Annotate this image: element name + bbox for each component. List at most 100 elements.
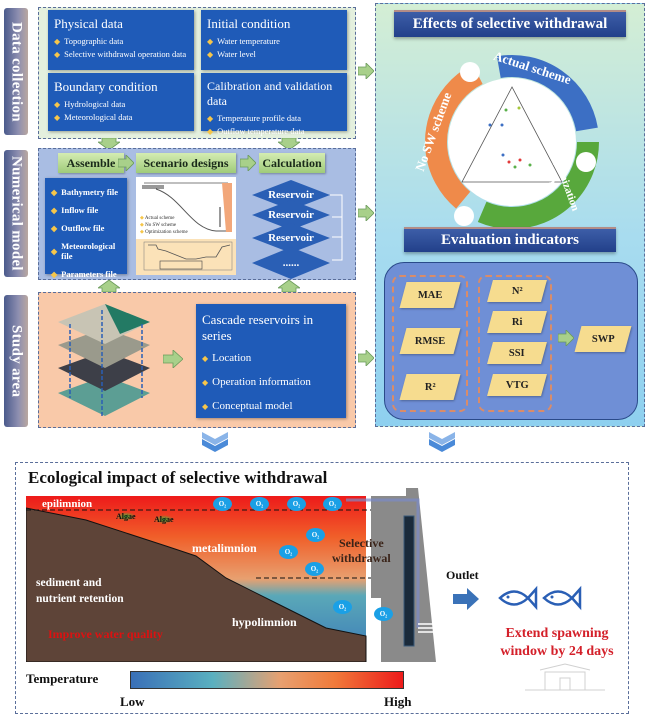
temple-watermark-icon [525,663,605,691]
arrow-right-icon [240,155,256,171]
list-item: Conceptual model [212,400,293,412]
list-item: Meteorological file [61,241,116,261]
scheme-legend: ◆ Actual scheme ◆ No SW scheme ◆ Optimiz… [140,216,188,235]
outlet-arrow-icon [453,588,479,610]
sediment-label: sediment and nutrient retention [36,575,124,607]
step-scenario-designs: Scenario designs [136,153,236,173]
indicator-ri: Ri [487,311,547,333]
bullet-icon: ◆ [51,187,58,197]
reservoir-photos-stack [58,304,150,416]
spawning-line: window by 24 days [500,644,614,659]
list-item: Temperature profile data [217,113,302,123]
ring-node [454,206,474,226]
box-title: Initial condition [207,16,291,31]
list-item: Outflow file [61,223,105,233]
fish-icon [498,585,582,611]
section-label-data-collection: Data collection [4,8,28,135]
step-assemble: Assemble [58,153,124,173]
layer-hypolimnion: hypolimnion [232,615,297,629]
scheme-item: Actual scheme [144,216,175,221]
oxygen-bubble: O₂ [250,497,269,511]
selective-line: withdrawal [332,551,391,565]
indicator-mae: MAE [399,282,461,308]
list-item: Water level [217,49,256,59]
indicator-ssi: SSI [487,342,547,364]
list-item: Outflow temperature data [217,126,305,136]
scheme-item: No SW scheme [145,223,177,228]
evaluation-title: Evaluation indicators [404,227,616,252]
ring-segment-no-sw [424,55,599,229]
scheme-item: Optimization scheme [145,230,188,235]
indicator-rmse: RMSE [399,328,461,354]
list-item: Location [212,352,252,364]
bullet-icon: ◆ [202,353,209,363]
indicator-swp: SWP [574,326,632,352]
spawning-label: Extend spawning window by 24 days [482,625,632,661]
ring-segment-optimization [425,55,599,229]
list-item: Topographic data [64,36,124,46]
list-item: Bathymetry file [61,187,119,197]
oxygen-bubble: O₂ [306,528,325,542]
arrow-down-icon [278,138,300,150]
cascade-reservoirs-box: Cascade reservoirs in series ◆Location ◆… [196,304,346,418]
bullet-icon: ◆ [54,112,61,122]
indicator-group-stratification [478,275,552,412]
bullet-icon: ◆ [54,36,61,46]
arrow-right-icon [358,63,374,79]
algae-icon: Algae [116,512,136,521]
indicator-group-accuracy [392,275,468,412]
section-label-numerical-model: Numerical model [4,150,28,277]
arrow-up-icon [278,280,300,292]
ring-node [460,62,480,82]
bullet-icon: ◆ [207,126,214,136]
temperature-high-label: High [384,694,412,709]
outlet-label: Outlet [446,568,479,582]
box-title: Physical data [54,16,123,31]
ecological-title: Ecological impact of selective withdrawa… [28,468,328,487]
arrow-right-icon [558,330,574,346]
chevron-down-icon [429,432,455,452]
bullet-icon: ◆ [207,36,214,46]
temperature-color-bar [130,671,404,689]
arrow-right-icon [163,350,183,368]
layer-metalimnion: metalimnion [192,541,257,555]
bullet-icon: ◆ [202,377,209,387]
operation-chart [136,239,236,275]
spawning-line: Extend spawning [505,626,609,641]
temperature-low-label: Low [120,694,145,709]
algae-icon: Algae [154,515,174,524]
sediment-line: sediment and [36,577,102,589]
oxygen-bubble: O₂ [305,562,324,576]
list-item: Selective withdrawal operation data [64,49,187,59]
bullet-icon: ◆ [54,49,61,59]
arrow-right-icon [358,205,374,221]
bullet-icon: ◆ [51,269,58,279]
temperature-legend-title: Temperature [26,671,99,686]
reservoir-profile-sketch [142,182,232,232]
ring-node [576,152,596,172]
ternary-triangle [461,86,563,183]
step-calculation: Calculation [259,153,325,173]
oxygen-bubble: O₂ [333,600,352,614]
box-title: Boundary condition [54,79,158,94]
list-item: Hydrological data [64,99,126,109]
list-item: Operation information [212,376,311,388]
list-item: Water temperature [217,36,280,46]
bullet-icon: ◆ [51,205,58,215]
reservoir-cross-section [26,488,436,662]
list-item: Meteorological data [64,112,133,122]
indicator-r2: R² [399,374,461,400]
ecological-panel [15,462,629,714]
bullet-icon: ◆ [51,223,58,233]
selective-line: Selective [339,536,384,550]
oxygen-bubble: O₂ [287,497,306,511]
physical-data-box: Physical data ◆Topographic data ◆Selecti… [48,10,194,70]
oxygen-bubble: O₂ [213,497,232,511]
initial-condition-box: Initial condition ◆Water temperature ◆Wa… [201,10,347,70]
arrow-down-icon [98,138,120,150]
box-title: Calibration and validation data [207,79,333,108]
bullet-icon: ◆ [207,49,214,59]
oxygen-bubble: O₂ [279,545,298,559]
files-box: ◆Bathymetry file ◆Inflow file ◆Outflow f… [45,178,127,279]
arrow-up-icon [98,280,120,292]
